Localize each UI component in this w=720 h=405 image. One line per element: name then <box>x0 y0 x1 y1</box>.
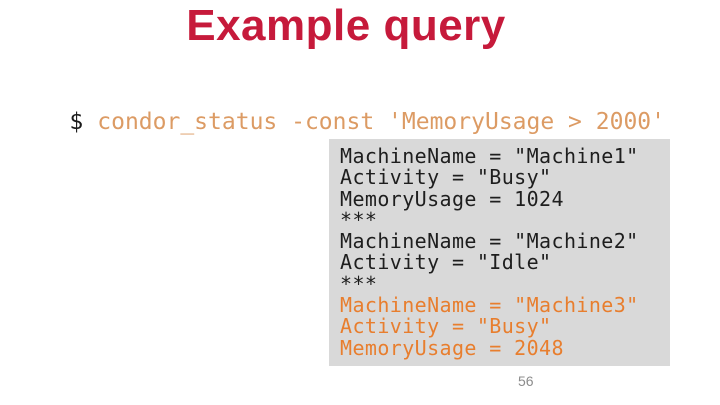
query-output-box: MachineName = "Machine1"Activity = "Busy… <box>329 139 670 366</box>
shell-prompt: $ <box>69 109 84 135</box>
output-line: Activity = "Busy" <box>340 165 552 190</box>
output-line: Activity = "Idle" <box>340 250 552 275</box>
command-text: condor_status -const 'MemoryUsage > 2000… <box>97 109 665 135</box>
page-number: 56 <box>518 373 534 389</box>
output-line: MemoryUsage = 2048 <box>340 335 564 360</box>
output-line: *** <box>340 271 378 296</box>
output-line: MachineName = "Machine2" <box>340 229 639 254</box>
slide-title: Example query <box>186 1 506 50</box>
output-line: MemoryUsage = 1024 <box>340 186 564 211</box>
output-line: MachineName = "Machine3" <box>340 293 639 318</box>
output-line: Activity = "Busy" <box>340 314 552 339</box>
output-line: MachineName = "Machine1" <box>340 144 639 168</box>
terminal-command-line: $ condor_status -const 'MemoryUsage > 200… <box>14 80 665 164</box>
output-line: *** <box>340 207 378 232</box>
